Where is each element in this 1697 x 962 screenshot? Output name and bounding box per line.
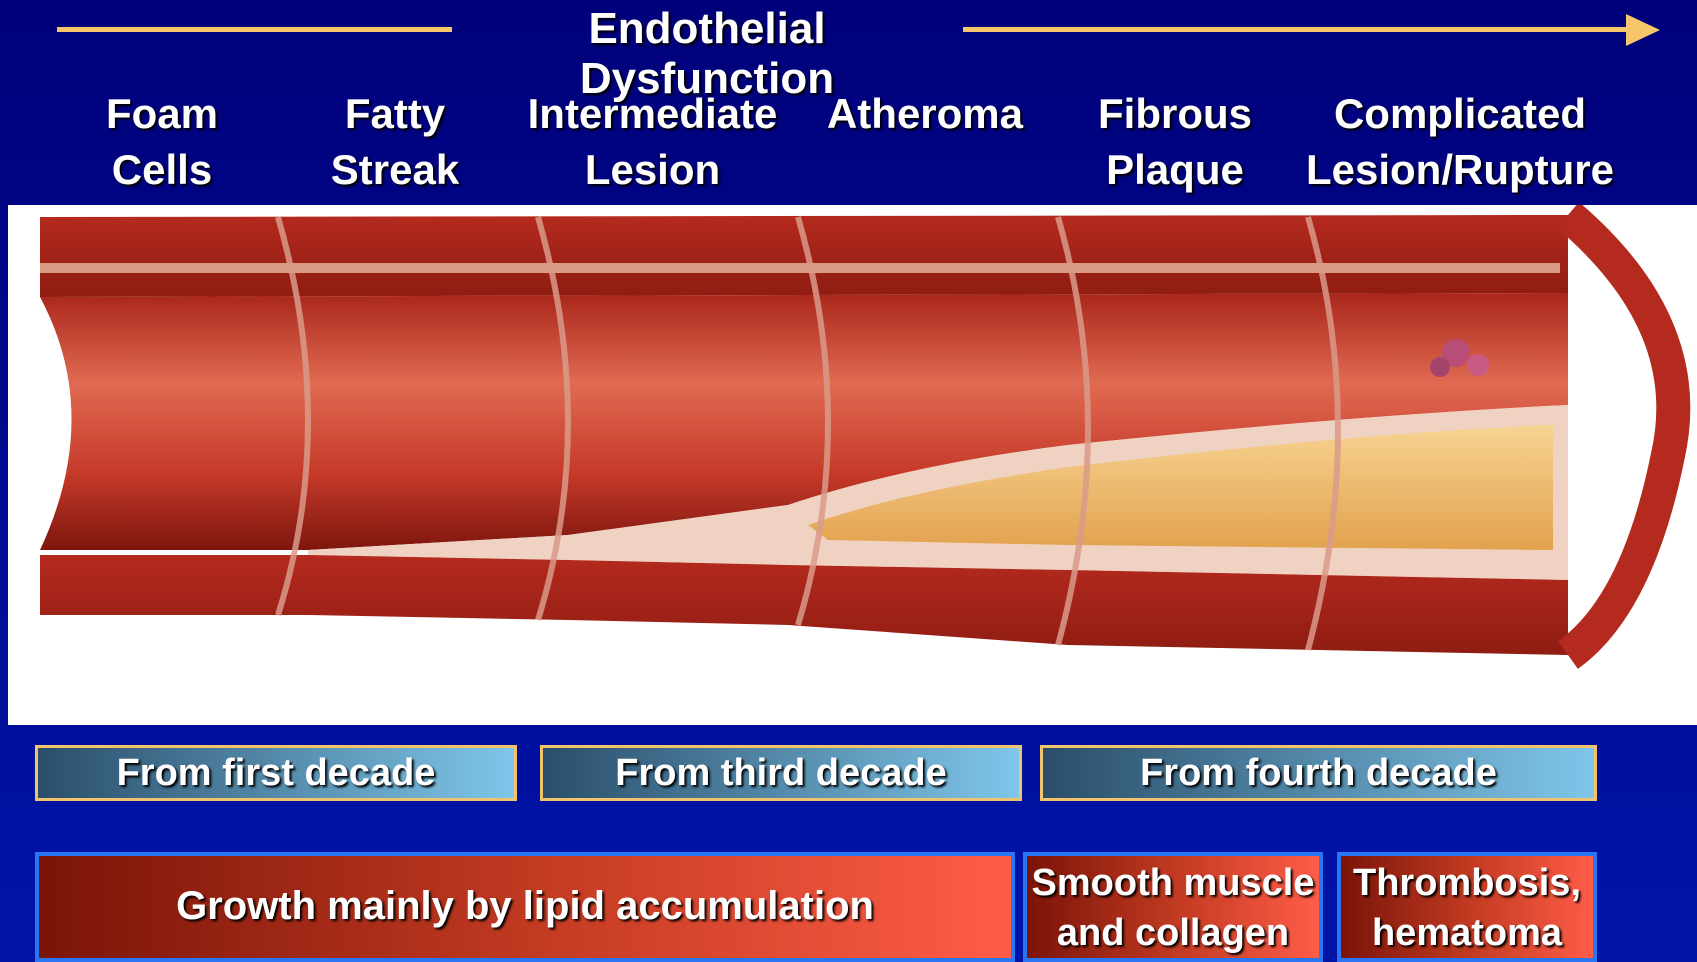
rupture-site [1467, 354, 1489, 376]
arrowhead-icon [1626, 14, 1660, 46]
stage-label-foam-cells: Foam Cells [82, 86, 242, 198]
stage-label-fatty-streak: Fatty Streak [315, 86, 475, 198]
growth-lipid-accumulation: Growth mainly by lipid accumulation [35, 852, 1015, 962]
growth-label: Growth mainly by lipid accumulation [176, 884, 874, 928]
rupture-site [1430, 357, 1450, 377]
stage-label-line2: Lesion [520, 142, 785, 198]
vessel-opening-ring [1568, 215, 1673, 655]
stage-label-line2: Atheroma [815, 86, 1035, 142]
growth-label-line2: and collagen [1027, 908, 1319, 958]
stage-label-fibrous-plaque: Fibrous Plaque [1090, 86, 1260, 198]
artery-illustration-panel [8, 205, 1697, 725]
title-row: Endothelial Dysfunction [0, 0, 1697, 62]
stage-label-line1: Complicated [1300, 86, 1620, 142]
stage-label-intermediate-lesion: Intermediate Lesion [520, 86, 785, 198]
artery-illustration [8, 205, 1697, 725]
stage-label-line1: Intermediate [520, 86, 785, 142]
stage-label-line2: Streak [315, 142, 475, 198]
timeline-arrow-right [963, 27, 1628, 32]
stage-label-complicated-lesion: Complicated Lesion/Rupture [1300, 86, 1620, 198]
stage-label-atheroma: Atheroma [815, 86, 1035, 142]
stage-label-line2: Plaque [1090, 142, 1260, 198]
decade-label-fourth: From fourth decade [1040, 745, 1597, 801]
stage-label-line1: Foam [82, 86, 242, 142]
stage-label-line1: Fibrous [1090, 86, 1260, 142]
growth-label-line2: hematoma [1341, 908, 1593, 958]
decade-label-third: From third decade [540, 745, 1022, 801]
stage-label-line1: Fatty [315, 86, 475, 142]
growth-label-line1: Thrombosis, [1341, 858, 1593, 908]
stage-label-line2: Cells [82, 142, 242, 198]
stage-label-line2: Lesion/Rupture [1300, 142, 1620, 198]
growth-thrombosis: Thrombosis, hematoma [1337, 852, 1597, 962]
vessel-top-intima [40, 263, 1560, 273]
timeline-arrow-left [57, 27, 452, 32]
decade-label-first: From first decade [35, 745, 517, 801]
growth-smooth-muscle: Smooth muscle and collagen [1023, 852, 1323, 962]
growth-label-line1: Smooth muscle [1027, 858, 1319, 908]
